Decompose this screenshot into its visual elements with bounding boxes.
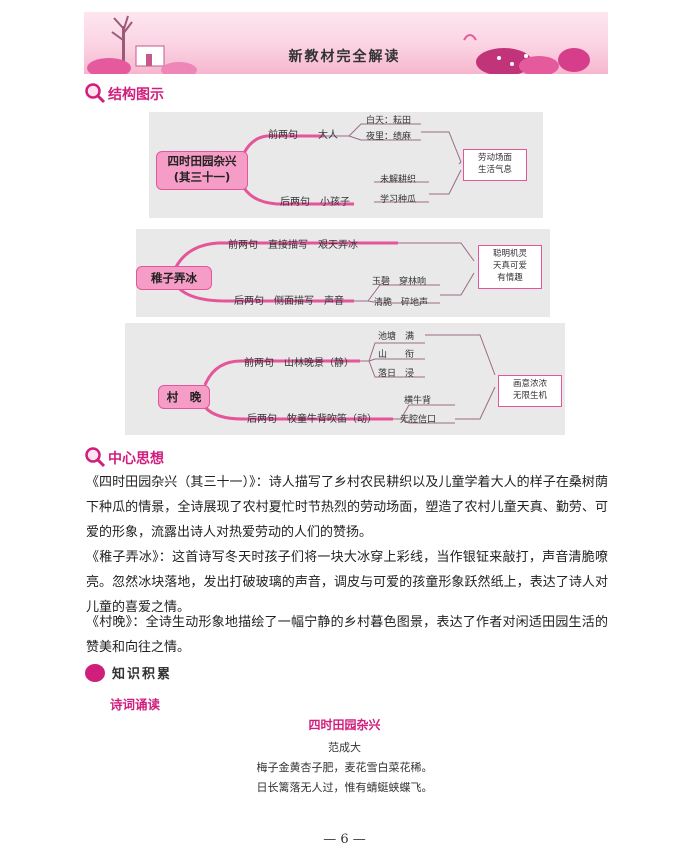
- mindmap-3-summary: 画意浓浓 无限生机: [498, 375, 562, 407]
- mindmap-3-summary-line2: 无限生机: [512, 391, 547, 401]
- section-heading-knowledge: 知识积累: [112, 667, 173, 682]
- mindmap-1-title-line1: 四时田园杂兴: [167, 154, 237, 168]
- central-paragraph-2: 《稚子弄冰》：这首诗写冬天时孩子们将一块大冰穿上彩线，当作银钲来敲打，声音清脆嘹…: [86, 550, 608, 615]
- mindmap-1-branch2-leaf2: 学习种瓜: [380, 195, 417, 205]
- magnifier-icon: [85, 447, 106, 468]
- mindmap-1-branch1-leaf2: 夜里：绩麻: [366, 132, 412, 142]
- mindmap-2-branch1: 前两句 直接描写 艰天弄冰: [228, 240, 358, 251]
- mindmap-3-title: 村 晚: [158, 385, 210, 409]
- mindmap-3-branch1-leaf1: 池塘 满: [378, 332, 415, 342]
- section-heading-central-idea: 中心思想: [108, 451, 164, 467]
- page-header-title: 新教材完全解读: [288, 49, 401, 65]
- mindmap-2-summary: 聪明机灵 天真可爱 有情趣: [478, 245, 542, 289]
- magnifier-icon: [85, 83, 106, 104]
- mindmap-1-branch2: 后两句 小孩子: [280, 197, 350, 208]
- page-number: — 6 —: [323, 832, 366, 847]
- mindmap-2-summary-line2: 天真可爱: [492, 261, 527, 271]
- central-paragraph-3: 《村晚》：全诗生动形象地描绘了一幅宁静的乡村暮色图景，表达了作者对闲适田园生活的…: [86, 615, 608, 655]
- subsection-heading-recite: 诗词诵读: [110, 697, 161, 712]
- quill-icon: [85, 664, 105, 682]
- poem-author: 范成大: [328, 741, 361, 754]
- mindmap-1-summary-line1: 劳动场面: [477, 153, 512, 163]
- poem-title: 四时田园杂兴: [308, 718, 381, 732]
- mindmap-1-branch1-leaf1: 白天：耘田: [366, 116, 412, 126]
- mindmap-3-branch1-leaf3: 落日 浸: [378, 369, 415, 379]
- mindmap-2-summary-line3: 有情趣: [497, 273, 523, 283]
- mindmap-1-branch1: 前两句 大人: [268, 130, 338, 141]
- mindmap-2-branch2-leaf1: 玉磬 穿林响: [372, 277, 427, 287]
- mindmap-1-summary-line2: 生活气息: [477, 165, 512, 175]
- mindmap-1-branch2-leaf1: 未解耕织: [380, 175, 417, 185]
- mindmap-panel-3: [125, 323, 565, 435]
- central-paragraph-1: 《四时田园杂兴（其三十一）》：诗人描写了乡村农民耕织以及儿童学着大人的样子在桑树…: [86, 475, 608, 540]
- mindmap-3-connectors: [203, 334, 496, 424]
- section-heading-structure: 结构图示: [108, 87, 164, 103]
- mindmap-1-title-line2: (其三十一): [173, 170, 231, 184]
- mindmap-3-branch2-leaf1: 横牛背: [404, 396, 432, 406]
- mindmap-2-branch2-leaf2: 清脆 碎地声: [374, 298, 429, 308]
- mindmap-2-title: 稚子弄冰: [136, 266, 212, 290]
- mindmap-1-title: 四时田园杂兴 (其三十一): [156, 151, 248, 190]
- mindmap-3-summary-line1: 画意浓浓: [512, 379, 547, 389]
- mindmap-3-branch2-leaf2: 无腔信口: [400, 415, 437, 425]
- mindmap-3-branch1-leaf2: 山 衔: [378, 350, 415, 360]
- poem-line-2: 日长篱落无人过，惟有蜻蜓蛱蝶飞。: [256, 781, 433, 794]
- poem-line-1: 梅子金黄杏子肥，麦花雪白菜花稀。: [256, 761, 433, 774]
- mindmap-3-branch2: 后两句 牧童牛背吹笛（动）: [247, 414, 377, 425]
- mindmap-1-summary: 劳动场面 生活气息: [463, 149, 527, 181]
- mindmap-2-summary-line1: 聪明机灵: [492, 249, 527, 259]
- mindmap-3-branch1: 前两句 山林晚景（静）: [244, 358, 354, 369]
- header-decoration: [87, 15, 590, 74]
- mindmap-2-branch2: 后两句 侧面描写 声音: [234, 296, 344, 307]
